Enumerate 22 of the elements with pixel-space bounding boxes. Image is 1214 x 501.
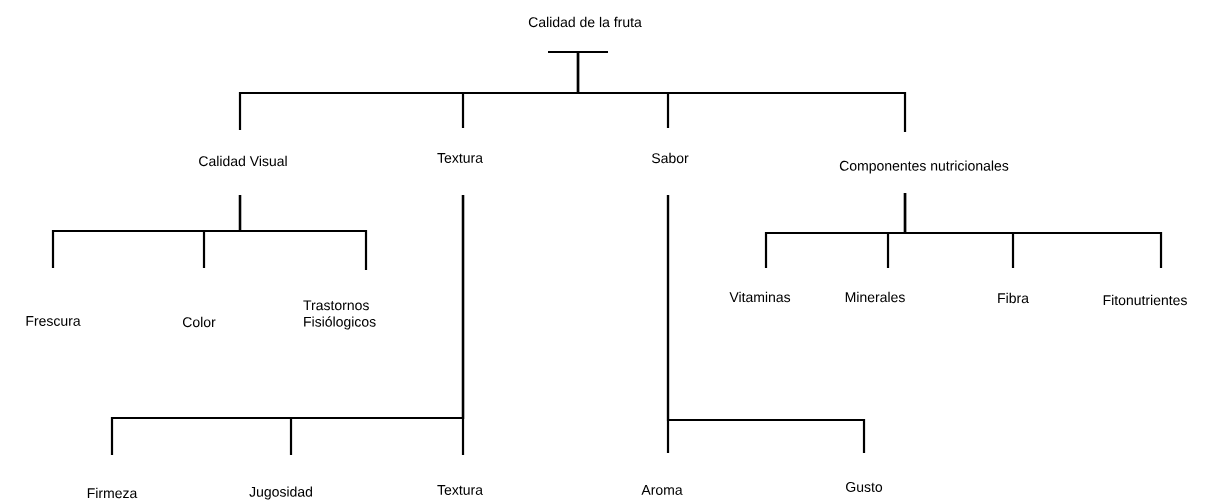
node-label: Color [183,316,216,328]
connector-line [903,193,1163,268]
node-label: Trastornos Fisiólogicos [303,300,376,330]
connector-line [238,195,368,270]
node-label: Sabor [651,152,689,164]
node-label: Frescura [26,316,81,326]
node-label: Minerales [845,291,905,303]
connector-line [666,195,866,453]
node-label: Vitaminas [729,291,791,303]
node-label: Calidad de la fruta [528,16,642,28]
node-label: Textura [437,153,483,163]
node-label: Fibra [998,292,1029,304]
node-label: Gusto [846,482,883,492]
connector-line [576,52,907,132]
node-label: Textura [437,485,483,495]
node-label: Fitonutrientes [1103,294,1187,306]
node-label: Calidad Visual [199,155,287,167]
node-label: Aroma [641,485,683,495]
node-label: Componentes nutricionales [839,160,1009,174]
node-label: Firmeza [87,487,138,499]
node-label: Jugosidad [249,486,312,500]
connector-line [461,195,465,455]
